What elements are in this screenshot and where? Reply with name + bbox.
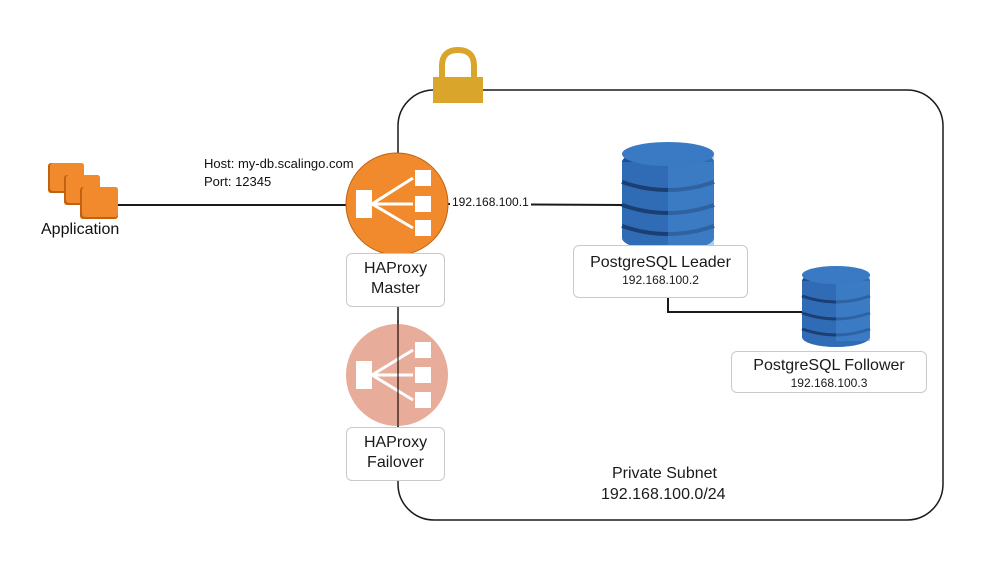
- port-label: Port: 12345: [204, 174, 272, 189]
- application-stack-icon: [48, 163, 118, 219]
- haproxy-master-title: HAProxy: [363, 260, 428, 277]
- postgres-leader-label-box: PostgreSQL Leader 192.168.100.2: [573, 245, 748, 298]
- leader-to-follower-line: [667, 298, 804, 313]
- postgres-follower-label-box: PostgreSQL Follower 192.168.100.3: [731, 351, 927, 393]
- haproxy-failover-subtitle: Failover: [367, 454, 424, 471]
- haproxy-master-label-box: HAProxy Master: [346, 253, 445, 307]
- private-subnet-title: Private Subnet: [612, 465, 717, 482]
- master-ip-label: 192.168.100.1: [450, 195, 531, 209]
- application-label: Application: [41, 221, 120, 238]
- lock-icon: [433, 46, 483, 103]
- host-label: Host: my-db.scalingo.com: [204, 156, 354, 171]
- haproxy-failover-label-box: HAProxy Failover: [346, 427, 445, 481]
- leader-database-icon: [621, 142, 715, 251]
- failover-load-balancer-icon: [346, 324, 448, 426]
- private-subnet-cidr: 192.168.100.0/24: [601, 486, 726, 503]
- load-balancer-icon: [345, 152, 449, 256]
- haproxy-master-subtitle: Master: [371, 280, 420, 297]
- follower-database-icon: [801, 266, 871, 347]
- postgres-leader-ip: 192.168.100.2: [622, 273, 699, 287]
- postgres-leader-title: PostgreSQL Leader: [590, 254, 731, 271]
- haproxy-failover-title: HAProxy: [363, 434, 428, 451]
- postgres-follower-ip: 192.168.100.3: [790, 376, 868, 390]
- postgres-follower-title: PostgreSQL Follower: [753, 357, 905, 374]
